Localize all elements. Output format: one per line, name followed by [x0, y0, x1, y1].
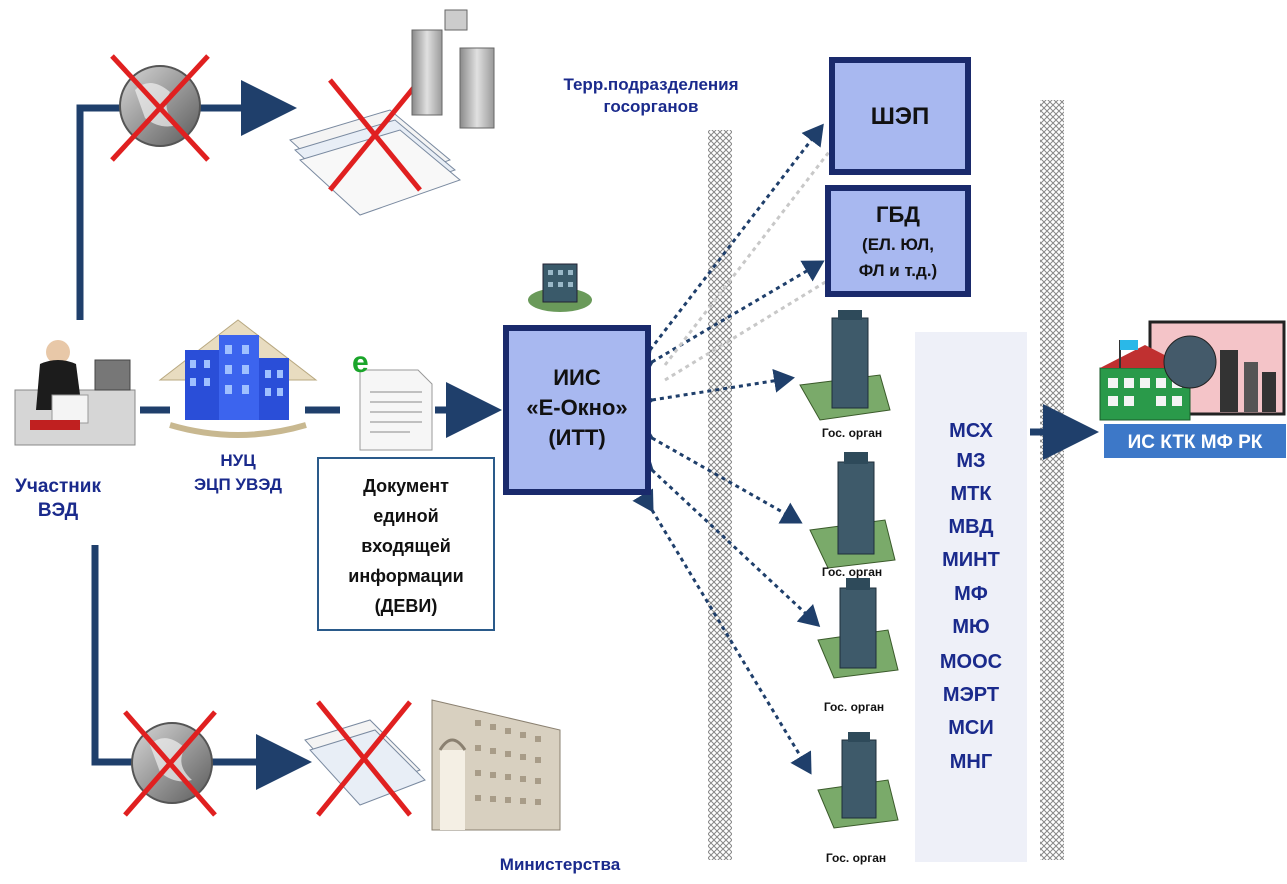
- skyscraper-icon: [817, 578, 899, 679]
- agency-item: МСИ: [948, 717, 993, 739]
- svg-text:(ИТТ): (ИТТ): [548, 425, 605, 450]
- svg-text:ИС КТК МФ РК: ИС КТК МФ РК: [1128, 432, 1263, 453]
- agency-item: МЭРТ: [943, 684, 999, 706]
- participant-label: Участник ВЭД: [15, 476, 101, 521]
- terr-label: Терр.подразделения госорганов: [563, 75, 738, 116]
- ktk-label-bar: ИС КТК МФ РК: [1104, 424, 1286, 458]
- svg-text:входящей: входящей: [361, 536, 451, 556]
- agency-item: МООС: [940, 651, 1002, 673]
- cross-icon: [328, 78, 422, 192]
- ministries-label: Министерства: [500, 855, 621, 874]
- svg-text:ИИС: ИИС: [553, 365, 601, 390]
- svg-text:информации: информации: [348, 566, 464, 586]
- gos-organ-label: Гос. орган: [824, 700, 884, 714]
- dotted-links-light: [663, 147, 834, 382]
- agency-list: МСХ МЗ МТК МВД МИНТ МФ МЮ МООС МЭРТ МСИ …: [940, 420, 1002, 773]
- agencies-panel: МСХ МЗ МТК МВД МИНТ МФ МЮ МООС МЭРТ МСИ …: [915, 332, 1027, 862]
- e-letter: e: [352, 346, 369, 379]
- cross-icon: [110, 54, 210, 162]
- dotted-links: [629, 123, 825, 775]
- gos-organ-label: Гос. орган: [822, 565, 882, 579]
- agency-item: МФ: [954, 583, 988, 605]
- skyscraper-icon: [817, 732, 899, 829]
- svg-text:единой: единой: [373, 506, 438, 526]
- e-document-icon: [359, 369, 433, 451]
- ministry-building-icon: [431, 699, 561, 831]
- document-box: Документ единой входящей информации (ДЕВ…: [317, 457, 495, 631]
- nuc-label: НУЦ ЭЦП УВЭД: [194, 451, 282, 494]
- iis-box: ИИС «Е-Окно» (ИТТ): [503, 325, 651, 495]
- agency-item: МИНТ: [942, 549, 1000, 571]
- svg-text:НУЦ: НУЦ: [220, 451, 256, 470]
- svg-text:Документ: Документ: [363, 476, 449, 496]
- agency-item: МЗ: [956, 450, 985, 472]
- svg-text:ФЛ и т.д.): ФЛ и т.д.): [859, 261, 937, 280]
- office-towers-icon: [411, 9, 495, 129]
- gos-organ-label: Гос. орган: [826, 851, 886, 865]
- skyscraper-icon: [809, 452, 896, 569]
- documents-icon: [289, 109, 461, 216]
- agency-item: МВД: [948, 516, 993, 538]
- svg-text:Терр.подразделения: Терр.подразделения: [563, 75, 738, 94]
- firewall-column-right: [1040, 100, 1064, 860]
- agency-item: МСХ: [949, 420, 993, 442]
- small-building-icon: [528, 263, 592, 312]
- agency-item: МНГ: [950, 751, 992, 773]
- svg-text:Участник: Участник: [15, 476, 101, 497]
- customs-complex-icon: [1099, 320, 1286, 421]
- agency-item: МТК: [950, 483, 992, 505]
- nuc-building-icon: [158, 319, 318, 438]
- agency-item: МЮ: [952, 616, 989, 638]
- svg-text:госорганов: госорганов: [604, 97, 699, 116]
- cross-icon: [316, 700, 412, 817]
- svg-text:ВЭД: ВЭД: [38, 500, 79, 521]
- gbd-box: ГБД (ЕЛ. ЮЛ, ФЛ и т.д.): [825, 185, 971, 297]
- svg-text:ГБД: ГБД: [876, 202, 920, 227]
- svg-text:(ДЕВИ): (ДЕВИ): [375, 596, 438, 616]
- svg-text:ШЭП: ШЭП: [871, 103, 929, 130]
- firewall-column-left: [708, 130, 732, 860]
- svg-text:ЭЦП УВЭД: ЭЦП УВЭД: [194, 475, 282, 494]
- svg-text:(ЕЛ. ЮЛ,: (ЕЛ. ЮЛ,: [862, 235, 934, 254]
- cross-icon: [123, 710, 217, 817]
- shep-box: ШЭП: [829, 57, 971, 175]
- gos-organ-label: Гос. орган: [822, 426, 882, 440]
- main-flow-lines: [76, 80, 1099, 790]
- person-at-desk-icon: [14, 340, 136, 446]
- svg-text:«Е-Окно»: «Е-Окно»: [526, 395, 627, 420]
- skyscraper-icon: [799, 310, 891, 421]
